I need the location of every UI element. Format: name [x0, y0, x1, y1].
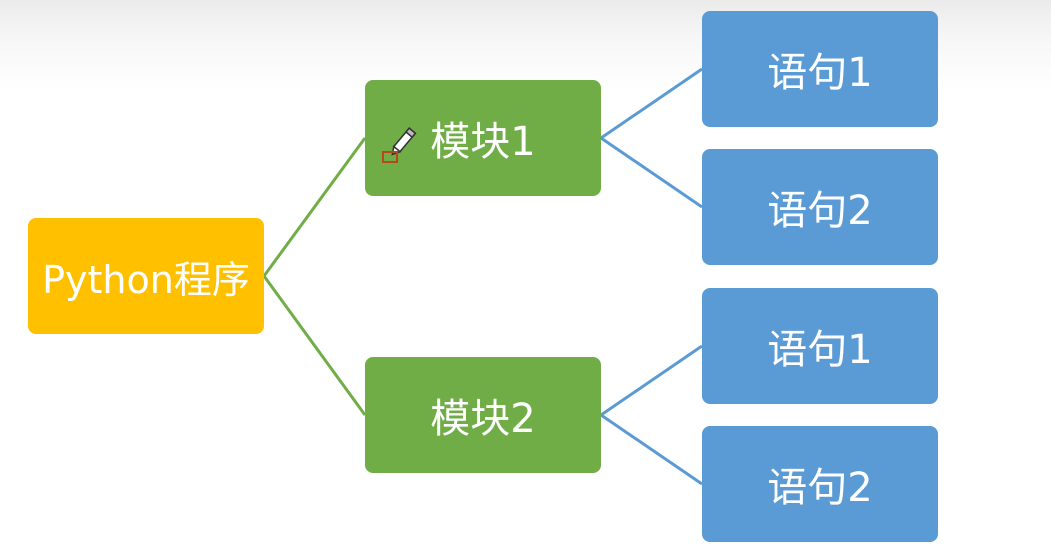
statement-node-label: 语句2 [767, 188, 873, 234]
root-to-module-1-connector [262, 137, 367, 277]
module-node-label: 模块1 [430, 119, 536, 165]
statement-node-label: 语句2 [767, 465, 873, 511]
root-node-label: Python程序 [42, 257, 250, 302]
module-2-to-statement-2-connector [600, 413, 703, 486]
module-node-label: 模块2 [430, 396, 536, 442]
module-node-2[interactable]: 模块2 [365, 357, 601, 473]
pencil-cursor-icon [382, 127, 417, 163]
root-node-python-program[interactable]: Python程序 [28, 218, 264, 334]
statement-node-label: 语句1 [767, 50, 873, 96]
module-1-to-statement-1-connector [600, 67, 703, 140]
statement-node-module-1-1[interactable]: 语句1 [702, 11, 938, 127]
statement-node-module-2-1[interactable]: 语句1 [702, 288, 938, 404]
statement-node-label: 语句1 [767, 327, 873, 373]
module-1-to-statement-2-connector [600, 136, 703, 209]
statement-node-module-2-2[interactable]: 语句2 [702, 426, 938, 542]
statement-node-module-1-2[interactable]: 语句2 [702, 149, 938, 265]
module-2-to-statement-1-connector [600, 344, 703, 417]
root-to-module-2-connector [262, 275, 367, 416]
